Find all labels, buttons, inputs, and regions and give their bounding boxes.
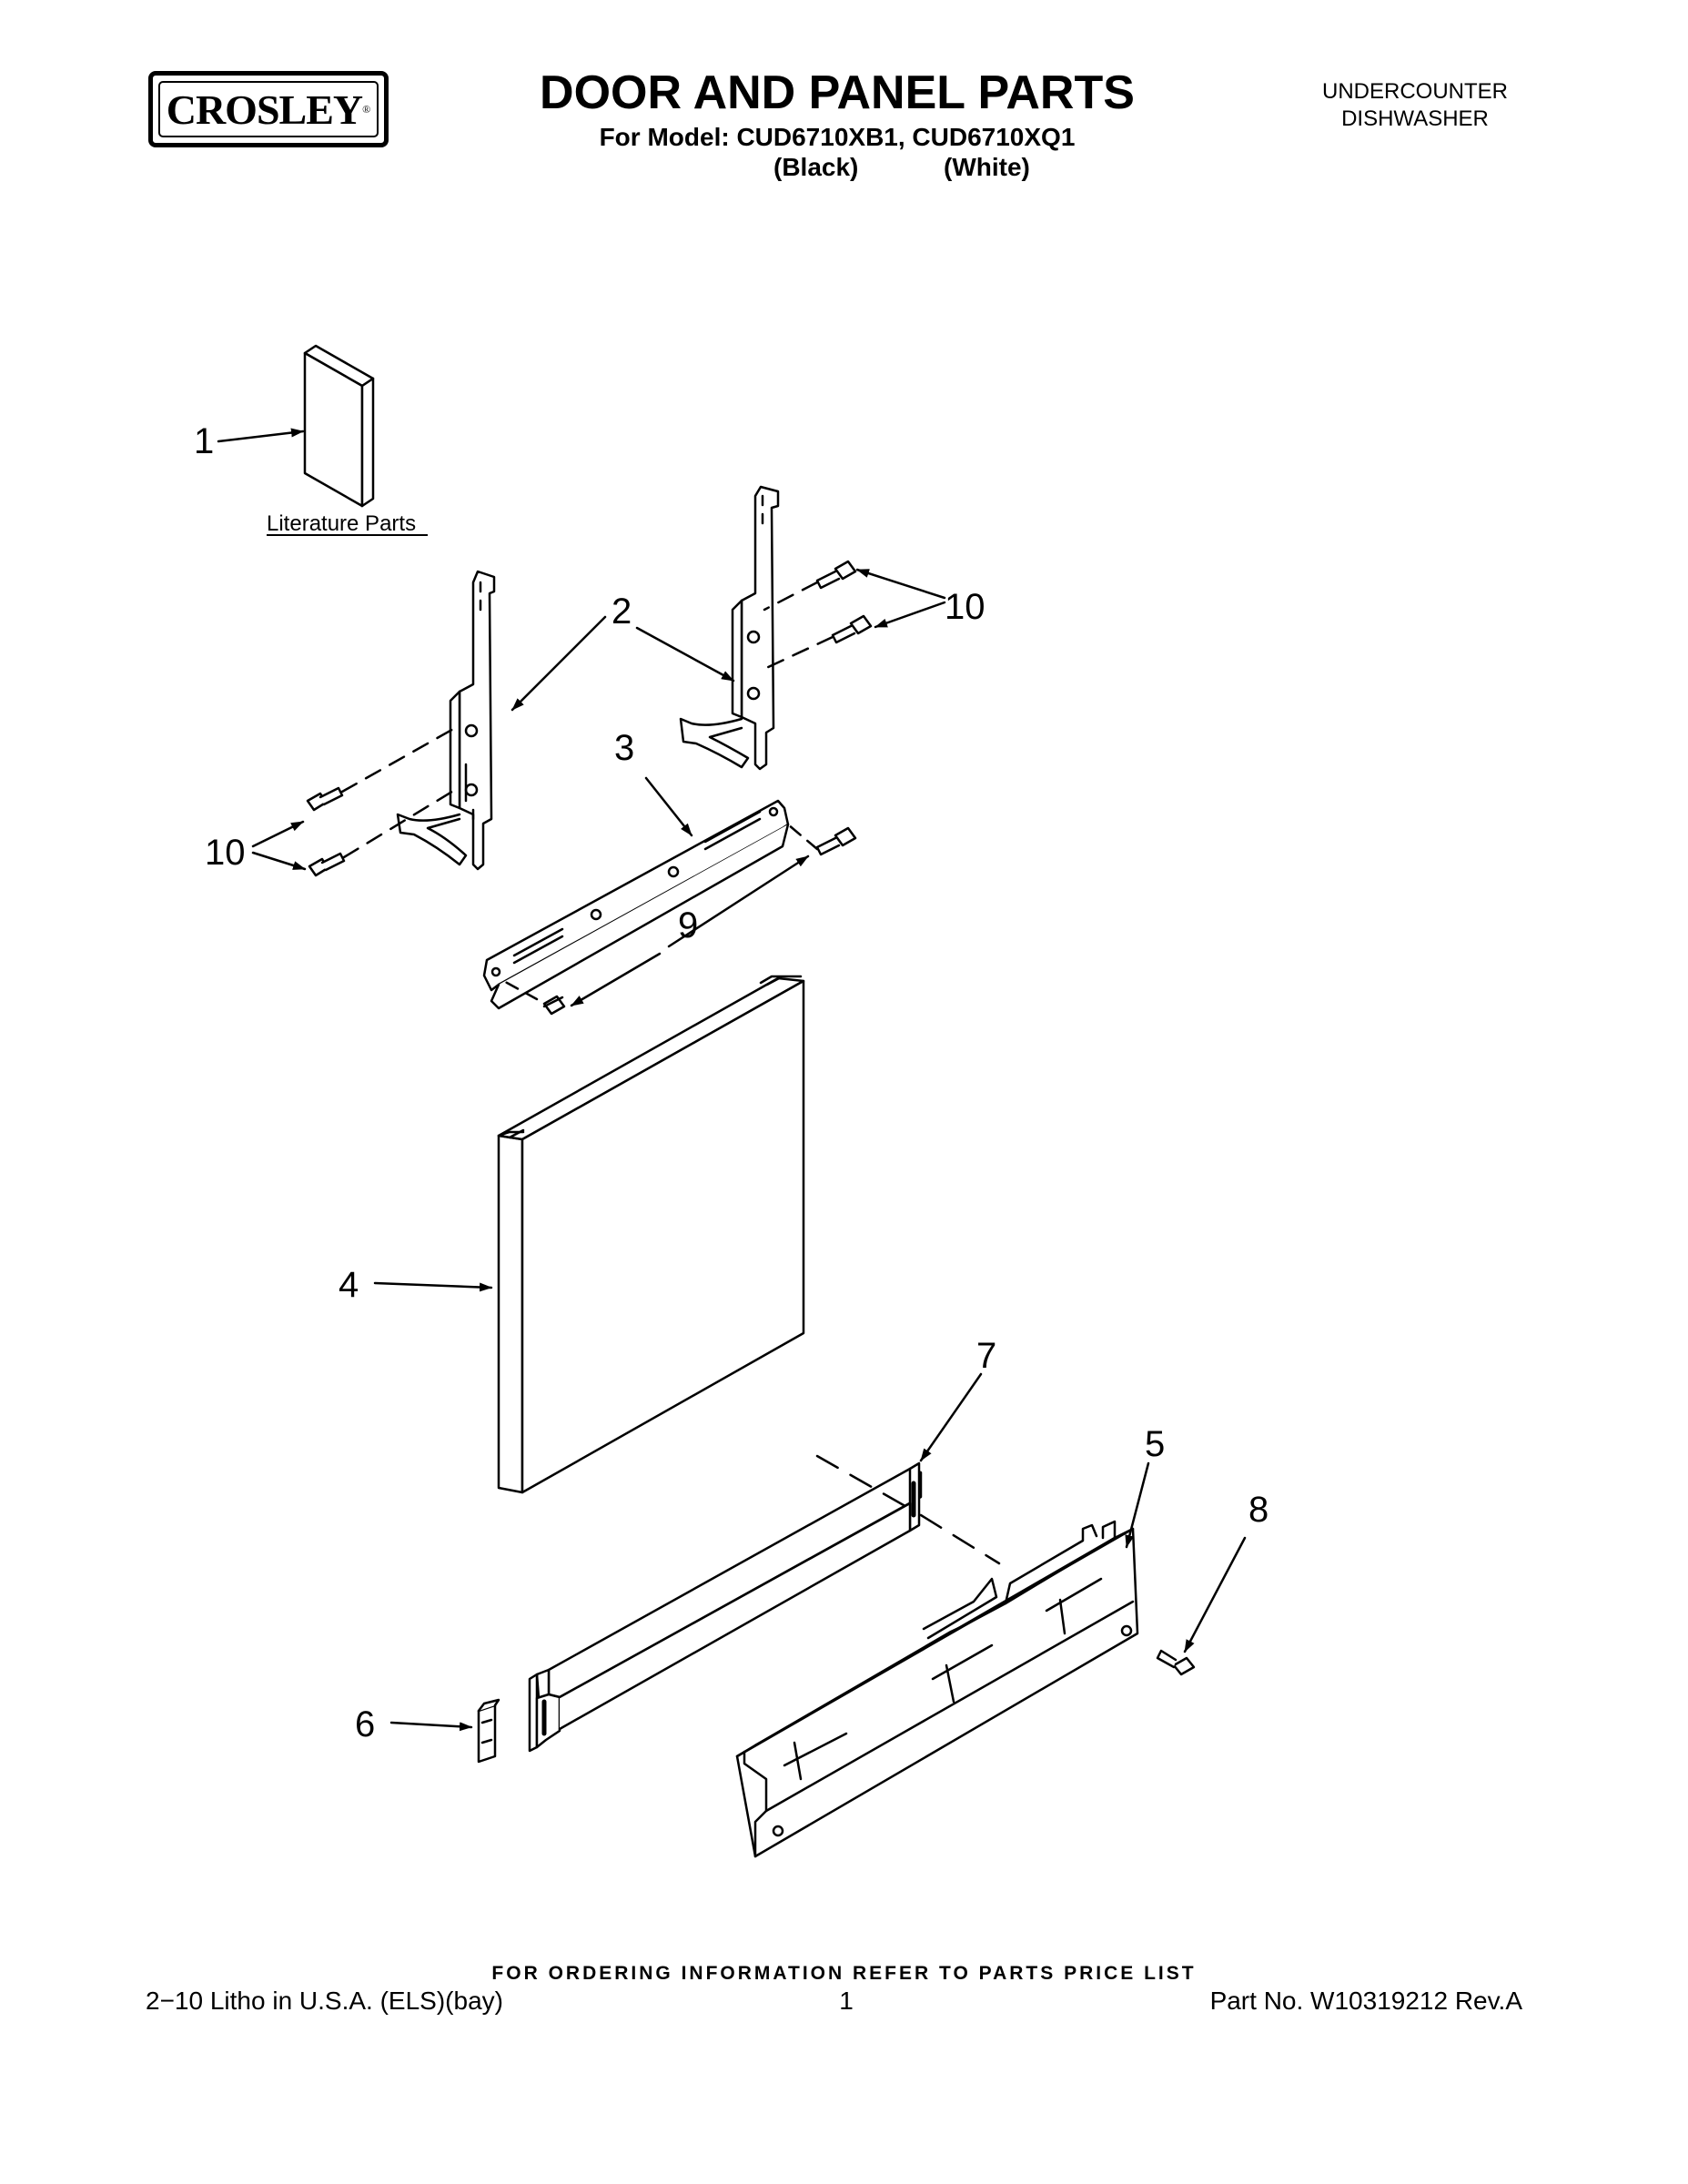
callout-1: 1 (194, 421, 214, 461)
outer-door-panel (497, 975, 805, 1494)
leader-1 (217, 428, 305, 443)
appliance-type-line2: DISHWASHER (1341, 106, 1489, 131)
leader-8 (1183, 1536, 1247, 1653)
screw-path-bracket-left (497, 976, 539, 1001)
leader-6 (389, 1721, 473, 1732)
appliance-type-line1: UNDERCOUNTER (1322, 79, 1508, 104)
leader-3 (644, 776, 693, 837)
callout-5: 5 (1145, 1424, 1165, 1464)
leader-9-left (570, 952, 662, 1007)
callout-8: 8 (1248, 1490, 1269, 1530)
toe-panel-clip (477, 1698, 500, 1764)
hinge-bracket-right (679, 485, 780, 771)
screw-path-left-upper (340, 726, 457, 794)
toe-panel-guide-lower (919, 1513, 1001, 1565)
leader-5 (1125, 1461, 1150, 1549)
door-mounting-bracket (482, 799, 790, 1010)
hinge-screw-right-lower (831, 614, 873, 644)
leader-2-left (510, 615, 607, 712)
screw-path-right-lower (763, 635, 834, 671)
screw-path-bracket-right (786, 823, 819, 851)
kick-plate-screw (1156, 1649, 1196, 1676)
variant-white: (White) (944, 153, 1030, 181)
literature-booklet (303, 344, 375, 508)
callout-7: 7 (976, 1336, 996, 1376)
leader-10-left-upper (251, 820, 305, 848)
part-number: Part No. W10319212 Rev.A (1209, 1987, 1522, 2015)
screw-path-left-lower (342, 788, 457, 859)
callout-4: 4 (339, 1265, 359, 1305)
hinge-screw-right-upper (815, 560, 857, 590)
brand-logo: CROSLEY® (148, 71, 389, 147)
registered-mark: ® (362, 102, 371, 116)
literature-parts-label: Literature Parts (267, 511, 416, 536)
bracket-screw-right (815, 826, 857, 856)
page-title: DOOR AND PANEL PARTS (540, 66, 1135, 119)
variant-black: (Black) (773, 153, 859, 181)
leader-4 (373, 1281, 493, 1292)
brand-name: CROSLEY (166, 86, 363, 133)
leader-10-right-upper (855, 568, 946, 600)
kick-plate-bracket (735, 1520, 1139, 1858)
hinge-screw-left-upper (306, 786, 344, 812)
leader-7 (919, 1372, 983, 1462)
leader-2-right (635, 626, 735, 682)
callout-10-left: 10 (205, 833, 246, 873)
leader-10-right-lower (874, 601, 946, 629)
screw-path-right-upper (763, 581, 819, 612)
page-number: 1 (839, 1987, 854, 2015)
callout-9: 9 (678, 905, 698, 945)
callout-2: 2 (612, 592, 632, 632)
hinge-bracket-left (396, 570, 496, 871)
ordering-note: FOR ORDERING INFORMATION REFER TO PARTS … (491, 1963, 1197, 1984)
brand-logo-frame: CROSLEY® (158, 81, 379, 137)
model-numbers: For Model: CUD6710XB1, CUD6710XQ1 (599, 123, 1076, 151)
callout-3: 3 (614, 728, 634, 768)
leader-9-right (667, 854, 810, 948)
toe-panel (528, 1461, 923, 1753)
leader-10-left-lower (251, 851, 307, 871)
toe-panel-guide-upper (815, 1454, 912, 1511)
bracket-screw-left (542, 995, 566, 1016)
litho-info: 2−10 Litho in U.S.A. (ELS)(bay) (146, 1987, 503, 2015)
appliance-type: UNDERCOUNTER DISHWASHER (1256, 78, 1574, 133)
hinge-screw-left-lower (308, 852, 346, 877)
callout-10-right: 10 (945, 587, 986, 627)
callout-6: 6 (355, 1704, 375, 1744)
